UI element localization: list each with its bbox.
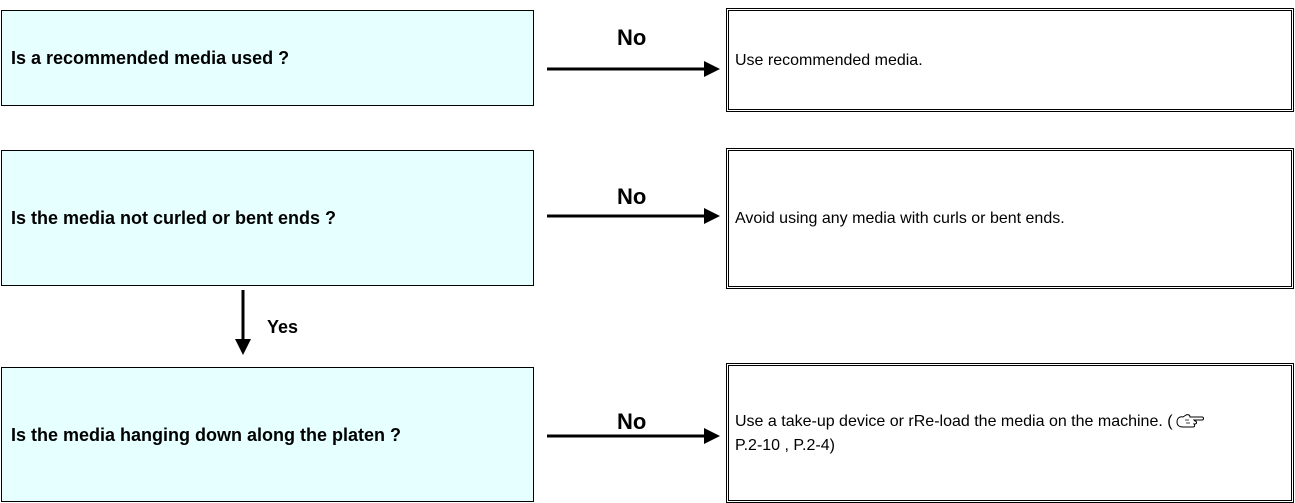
no-label-3: No [617, 409, 647, 434]
yes-label: Yes [267, 317, 299, 337]
answer-text-3: Use a take-up device or rRe-load the med… [735, 411, 1215, 456]
question-box-2: Is the media not curled or bent ends ? [1, 150, 534, 286]
no-arrowhead-2 [704, 208, 720, 224]
no-label-2: No [617, 184, 647, 209]
no-label-1: No [617, 25, 647, 50]
question-text-1: Is a recommended media used ? [11, 48, 290, 68]
answer-text-3-suffix: P.2-10 , P.2-4) [735, 436, 835, 454]
question-box-3: Is the media hanging down along the plat… [1, 367, 534, 502]
yes-arrowhead [235, 339, 251, 355]
no-arrowhead-1 [704, 61, 720, 77]
question-text-3: Is the media hanging down along the plat… [11, 424, 402, 445]
answer-box-2: Avoid using any media with curls or bent… [726, 148, 1294, 289]
question-text-2: Is the media not curled or bent ends ? [11, 208, 337, 228]
pointing-hand-icon [1175, 413, 1205, 435]
answer-box-1: Use recommended media. [726, 8, 1294, 112]
answer-box-3: Use a take-up device or rRe-load the med… [726, 363, 1294, 503]
question-box-1: Is a recommended media used ? [1, 10, 534, 106]
answer-text-1: Use recommended media. [735, 51, 923, 69]
no-arrowhead-3 [704, 428, 720, 444]
answer-text-2: Avoid using any media with curls or bent… [735, 210, 1065, 227]
answer-text-3-prefix: Use a take-up device or rRe-load the med… [735, 412, 1173, 430]
